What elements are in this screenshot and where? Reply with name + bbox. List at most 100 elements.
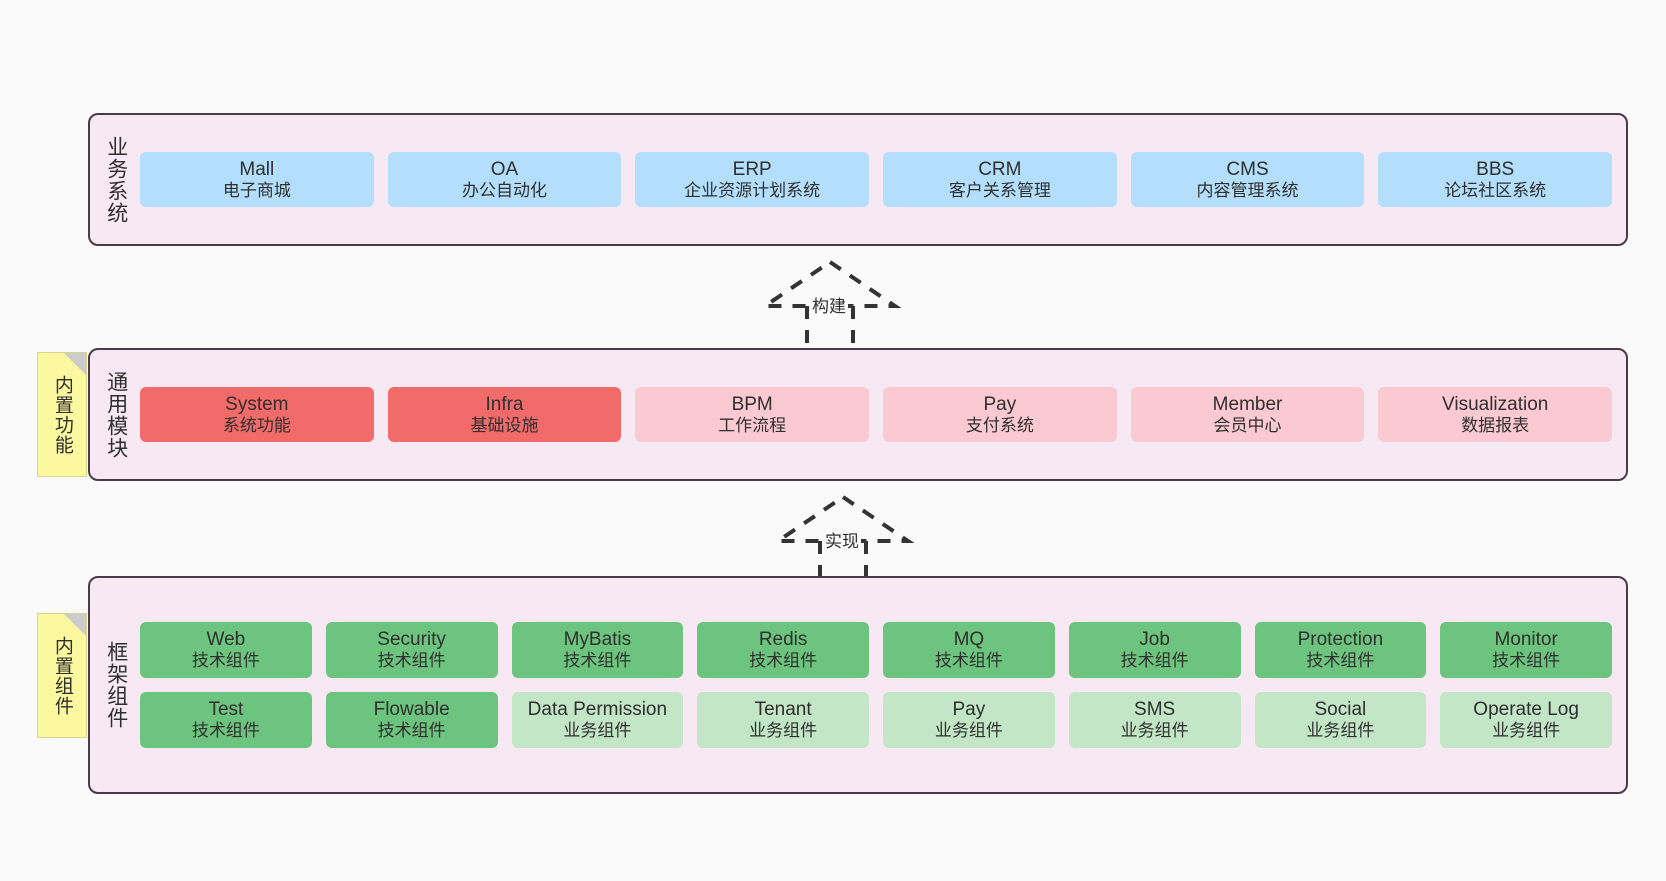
node-test[interactable]: Test 技术组件 [140,692,312,748]
node-title: Operate Log [1473,699,1579,720]
node-title: Job [1139,629,1170,651]
connector-build-label: 构建 [810,292,848,317]
node-crm[interactable]: CRM 客户关系管理 [883,151,1117,208]
node-system[interactable]: System 系统功能 [140,386,374,443]
node-subtitle: 技术组件 [1306,651,1375,671]
node-subtitle: 业务组件 [749,721,818,741]
node-tenant[interactable]: Tenant 业务组件 [697,692,869,748]
sticky-note-builtin-components[interactable]: 内置组件 [37,613,87,738]
node-subtitle: 技术组件 [563,651,632,671]
node-flowable[interactable]: Flowable 技术组件 [325,692,498,748]
node-bpm[interactable]: BPM 工作流程 [635,386,870,443]
node-oa[interactable]: OA 办公自动化 [387,151,622,208]
node-title: Mall [239,158,275,180]
layer-business-system-title: 业务系统 [104,135,128,224]
page-fold-icon [64,353,86,375]
node-title: OA [490,158,519,180]
node-sms[interactable]: SMS 业务组件 [1068,692,1241,748]
layer-framework-components[interactable]: 框架组件 Web 技术组件 Security 技术组件 MyBatis 技术组件… [88,576,1628,794]
layer-common-modules[interactable]: 通用模块 System 系统功能 Infra 基础设施 BPM 工作流程 Pay… [88,348,1628,481]
node-pay-module[interactable]: Pay 支付系统 [883,386,1117,443]
node-subtitle: 技术组件 [191,651,260,671]
node-subtitle: 业务组件 [1120,721,1189,741]
node-row: Mall 电子商城 OA 办公自动化 ERP 企业资源计划系统 CRM 客户关系… [140,151,1613,208]
page-fold-icon [64,614,86,636]
node-subtitle: 支付系统 [965,415,1034,435]
node-infra[interactable]: Infra 基础设施 [387,386,622,443]
node-subtitle: 电子商城 [222,180,291,200]
node-visualization[interactable]: Visualization 数据报表 [1378,386,1613,443]
node-social[interactable]: Social 业务组件 [1254,692,1427,748]
node-subtitle: 内容管理系统 [1196,180,1299,200]
node-member[interactable]: Member 会员中心 [1130,386,1365,443]
node-operate-log[interactable]: Operate Log 业务组件 [1440,692,1612,748]
node-title: Visualization [1442,393,1549,415]
node-title: Monitor [1494,629,1558,651]
node-pay-component[interactable]: Pay 业务组件 [883,692,1055,748]
node-title: BPM [731,393,773,415]
node-cms[interactable]: CMS 内容管理系统 [1130,151,1365,208]
node-mall[interactable]: Mall 电子商城 [140,151,374,208]
node-subtitle: 业务组件 [1492,721,1561,741]
layer-business-system-body: Mall 电子商城 OA 办公自动化 ERP 企业资源计划系统 CRM 客户关系… [136,121,1616,238]
connector-realize: 实现 [768,491,918,583]
node-title: CMS [1226,158,1269,180]
node-mybatis[interactable]: MyBatis 技术组件 [511,622,684,678]
node-title: MyBatis [563,629,632,651]
node-subtitle: 技术组件 [749,651,818,671]
node-title: Test [208,699,244,720]
node-job[interactable]: Job 技术组件 [1068,622,1241,678]
node-subtitle: 基础设施 [470,415,539,435]
node-bbs[interactable]: BBS 论坛社区系统 [1378,151,1613,208]
node-monitor[interactable]: Monitor 技术组件 [1440,622,1612,678]
node-data-permission[interactable]: Data Permission 业务组件 [511,692,684,748]
node-title: Web [206,629,246,651]
node-title: System [225,393,289,415]
layer-common-modules-title: 通用模块 [104,370,128,459]
node-title: ERP [732,158,772,180]
node-erp[interactable]: ERP 企业资源计划系统 [635,151,870,208]
node-subtitle: 业务组件 [1306,721,1375,741]
connector-realize-label: 实现 [823,527,861,552]
sticky-note-label: 内置组件 [51,635,73,716]
node-subtitle: 数据报表 [1461,415,1530,435]
node-title: MQ [953,629,985,651]
node-row: System 系统功能 Infra 基础设施 BPM 工作流程 Pay 支付系统… [140,386,1613,443]
sticky-note-builtin-features[interactable]: 内置功能 [37,352,87,477]
node-title: Social [1314,699,1367,720]
sticky-note-label: 内置功能 [51,374,73,455]
node-subtitle: 系统功能 [222,415,291,435]
node-title: Pay [983,393,1017,415]
node-redis[interactable]: Redis 技术组件 [697,622,869,678]
node-title: Flowable [373,699,450,720]
node-subtitle: 技术组件 [191,721,260,741]
node-title: Tenant [754,699,812,720]
node-subtitle: 业务组件 [563,721,632,741]
node-security[interactable]: Security 技术组件 [325,622,498,678]
node-title: Member [1212,393,1283,415]
node-title: Pay [952,699,986,720]
node-subtitle: 办公自动化 [462,180,547,200]
node-title: Redis [758,629,808,651]
node-subtitle: 会员中心 [1213,415,1282,435]
node-subtitle: 客户关系管理 [948,180,1051,200]
node-title: Infra [485,393,524,415]
node-title: CRM [978,158,1022,180]
node-subtitle: 技术组件 [934,651,1003,671]
node-row: Web 技术组件 Security 技术组件 MyBatis 技术组件 Redi… [140,622,1612,678]
node-protection[interactable]: Protection 技术组件 [1254,622,1427,678]
layer-framework-components-title: 框架组件 [104,641,128,729]
node-web[interactable]: Web 技术组件 [140,622,312,678]
connector-build: 构建 [755,256,905,348]
node-title: SMS [1134,699,1176,720]
node-title: Protection [1297,629,1384,651]
node-subtitle: 技术组件 [1492,651,1561,671]
node-row: Test 技术组件 Flowable 技术组件 Data Permission … [140,692,1612,748]
layer-common-modules-body: System 系统功能 Infra 基础设施 BPM 工作流程 Pay 支付系统… [136,356,1616,473]
dashed-generalization-arrow-icon [758,259,902,348]
layer-business-system[interactable]: 业务系统 Mall 电子商城 OA 办公自动化 ERP 企业资源计划系统 CRM… [88,113,1628,246]
node-subtitle: 业务组件 [934,721,1003,741]
node-subtitle: 企业资源计划系统 [684,180,821,200]
node-mq[interactable]: MQ 技术组件 [883,622,1055,678]
